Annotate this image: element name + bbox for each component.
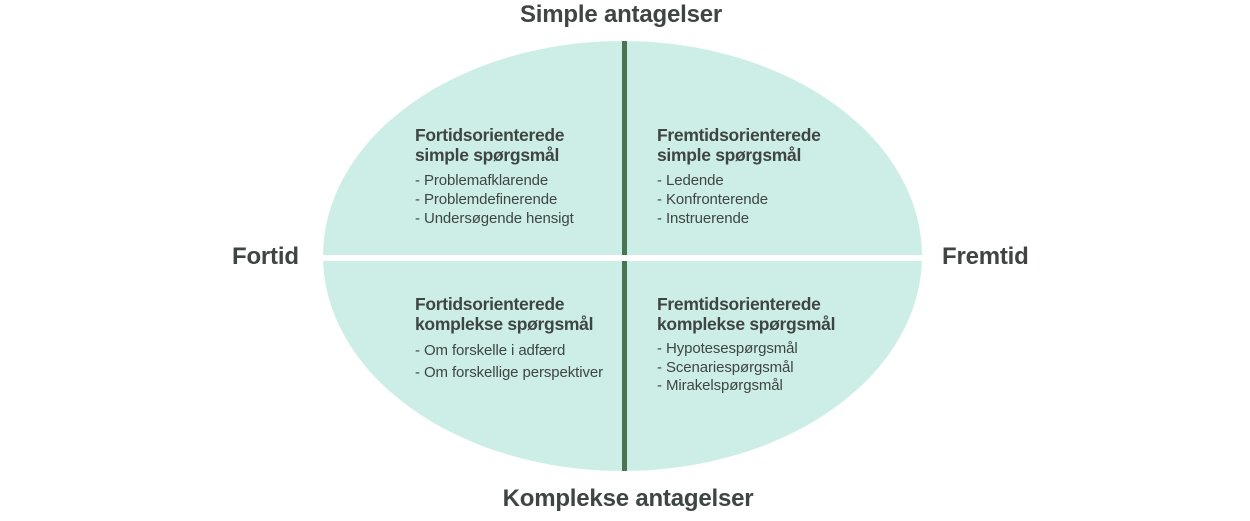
quadrant-bottom-right: Fremtidsorienterede komplekse spørgsmål …: [657, 294, 836, 396]
quadrant-items: - Ledende - Konfronterende - Instruerende: [657, 171, 821, 228]
axis-label-bottom: Komplekse antagelser: [502, 485, 754, 512]
quadrant-heading: Fremtidsorienterede simple spørgsmål: [657, 125, 821, 165]
heading-line: Fremtidsorienterede: [657, 125, 821, 145]
horizontal-divider: [323, 255, 922, 261]
heading-line: Fortidsorienterede: [415, 125, 565, 145]
bullet-item: - Konfronterende: [657, 191, 768, 208]
bullet-item: - Scenariespørgsmål: [657, 358, 794, 376]
bullet-item: - Om forskellige perspektiver: [415, 364, 603, 381]
axis-label-left: Fortid: [232, 243, 299, 270]
heading-line: komplekse spørgsmål: [415, 313, 594, 334]
bullet-item: - Mirakelspørgsmål: [657, 377, 783, 394]
quadrant-items: - Hypotesespørgsmål- Scenariespørgsmål- …: [657, 340, 835, 396]
bullet-item: - Ledende: [657, 172, 724, 189]
bullet-item: - Problemafklarende: [415, 172, 549, 189]
heading-line: Fortidsorienterede: [415, 294, 565, 314]
heading-line: simple spørgsmål: [657, 144, 802, 165]
bullet-item: - Problemdefinerende: [415, 191, 558, 208]
heading-line: komplekse spørgsmål: [657, 313, 836, 334]
heading-line: Fremtidsorienterede: [657, 294, 821, 314]
quadrant-heading: Fortidsorienterede komplekse spørgsmål: [415, 294, 603, 334]
bullet-item: - Om forskelle i adfærd: [415, 342, 566, 359]
quadrant-heading: Fremtidsorienterede komplekse spørgsmål: [657, 294, 836, 334]
bullet-item: - Hypotesespørgsmål: [657, 340, 798, 357]
quadrant-items: - Problemafklarende - Problemdefinerende -…: [415, 171, 574, 228]
axis-label-right: Fremtid: [942, 243, 1029, 270]
quadrant-bottom-left: Fortidsorienterede komplekse spørgsmål -…: [415, 294, 603, 384]
quadrant-heading: Fortidsorienterede simple spørgsmål: [415, 125, 574, 165]
quadrant-ellipse: [323, 41, 922, 471]
quadrant-top-left: Fortidsorienterede simple spørgsmål - Pr…: [415, 125, 574, 228]
heading-line: simple spørgsmål: [415, 144, 560, 165]
bullet-item: - Undersøgende hensigt: [415, 210, 574, 227]
quadrant-items: - Om forskelle i adfærd - Om forskellige …: [415, 340, 603, 384]
quadrant-top-right: Fremtidsorienterede simple spørgsmål - L…: [657, 125, 821, 228]
axis-label-top: Simple antagelser: [519, 1, 723, 28]
bullet-item: - Instruerende: [657, 210, 749, 227]
